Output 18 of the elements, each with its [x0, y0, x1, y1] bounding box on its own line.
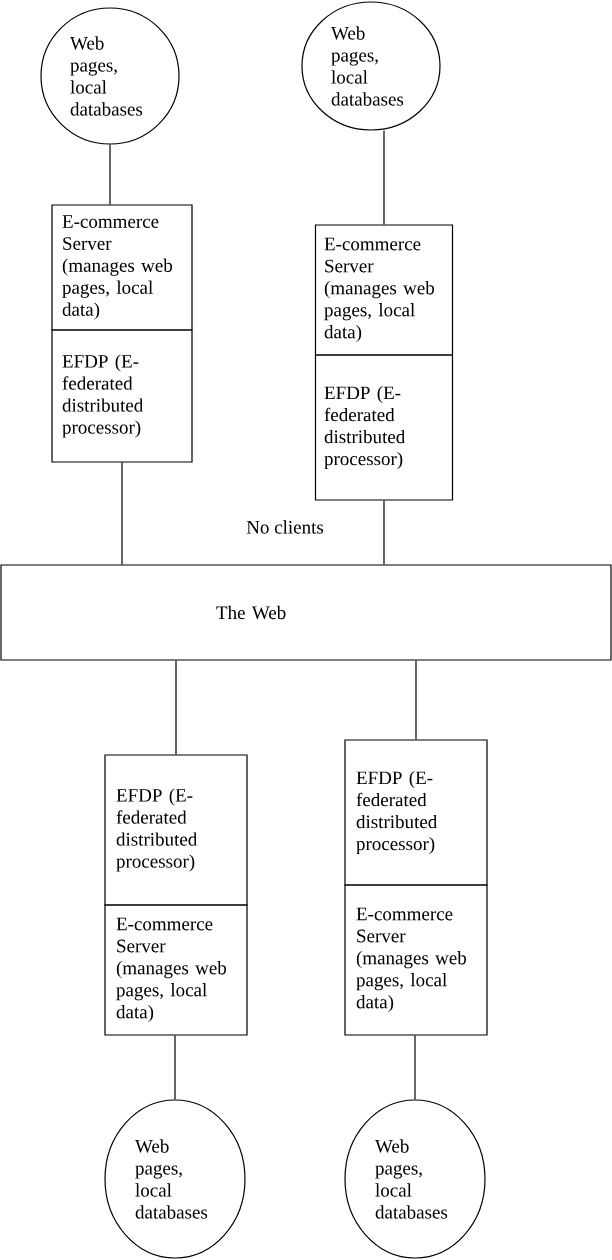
- connector-line: [415, 660, 417, 740]
- process-box: EFDP (E-federated distributed processor): [104, 754, 248, 906]
- connector-line: [121, 462, 123, 565]
- connector-line: [383, 500, 385, 565]
- connector-line: [414, 1035, 416, 1100]
- process-box: EFDP (E-federated distributed processor): [51, 329, 193, 463]
- connector-line: [109, 144, 111, 205]
- process-box: EFDP (E-federated distributed processor): [314, 354, 454, 501]
- note-text: No clients: [246, 520, 324, 534]
- process-box: E-commerce Server (manages web pages, local data): [51, 204, 193, 331]
- process-box: E-commerce Server (manages web pages, local data): [344, 884, 488, 1036]
- process-box: E-commerce Server (manages web pages, local data): [314, 224, 454, 356]
- connector-line: [383, 130, 385, 225]
- network-band: The Web: [0, 564, 612, 661]
- connector-line: [175, 660, 177, 755]
- process-box: EFDP (E-federated distributed processor): [344, 739, 488, 886]
- connector-line: [174, 1035, 176, 1100]
- process-box: E-commerce Server (manages web pages, local data): [104, 904, 248, 1036]
